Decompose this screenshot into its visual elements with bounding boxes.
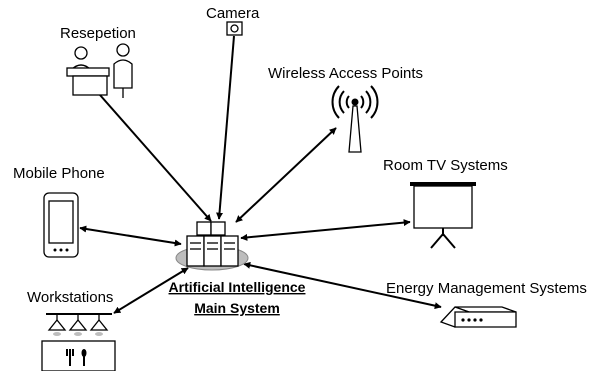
- main-system-node: Artificial Intelligence Main System: [169, 221, 306, 316]
- connections: [79, 35, 442, 314]
- reception-node: Resepetion: [60, 25, 136, 98]
- workstations-node: Workstations: [27, 289, 116, 371]
- connection-wifi-main: [235, 127, 337, 223]
- reception-desk-icon: [66, 43, 133, 98]
- main-system-label-line2: Main System: [194, 300, 280, 316]
- router-icon: [439, 306, 517, 328]
- main-system-label-line1: Artificial Intelligence: [169, 279, 306, 295]
- tv-label: Room TV Systems: [383, 157, 508, 174]
- workstations-label: Workstations: [27, 289, 113, 306]
- mobile-label: Mobile Phone: [13, 165, 105, 182]
- energy-label: Energy Management Systems: [386, 280, 587, 297]
- wireless-antenna-icon: [331, 85, 379, 153]
- connection-mobile-main: [79, 225, 182, 247]
- mobile-node: Mobile Phone: [13, 165, 105, 258]
- connection-energy-main: [243, 261, 442, 310]
- connection-reception-main: [99, 94, 212, 222]
- kitchen-workstation-icon: [41, 313, 116, 371]
- wifi-label: Wireless Access Points: [268, 65, 423, 82]
- connection-workstations-main: [113, 267, 189, 314]
- wifi-node: Wireless Access Points: [268, 65, 423, 153]
- reception-label: Resepetion: [60, 25, 136, 42]
- energy-node: Energy Management Systems: [386, 280, 587, 328]
- camera-node: Camera: [206, 5, 260, 36]
- connection-camera-main: [216, 35, 235, 220]
- tv-node: Room TV Systems: [383, 157, 508, 249]
- projector-screen-icon: [410, 182, 476, 249]
- mobile-phone-icon: [43, 192, 79, 258]
- server-cluster-icon: [175, 221, 249, 271]
- camera-icon: [226, 21, 243, 36]
- connection-tv-main: [240, 219, 411, 241]
- camera-label: Camera: [206, 5, 260, 22]
